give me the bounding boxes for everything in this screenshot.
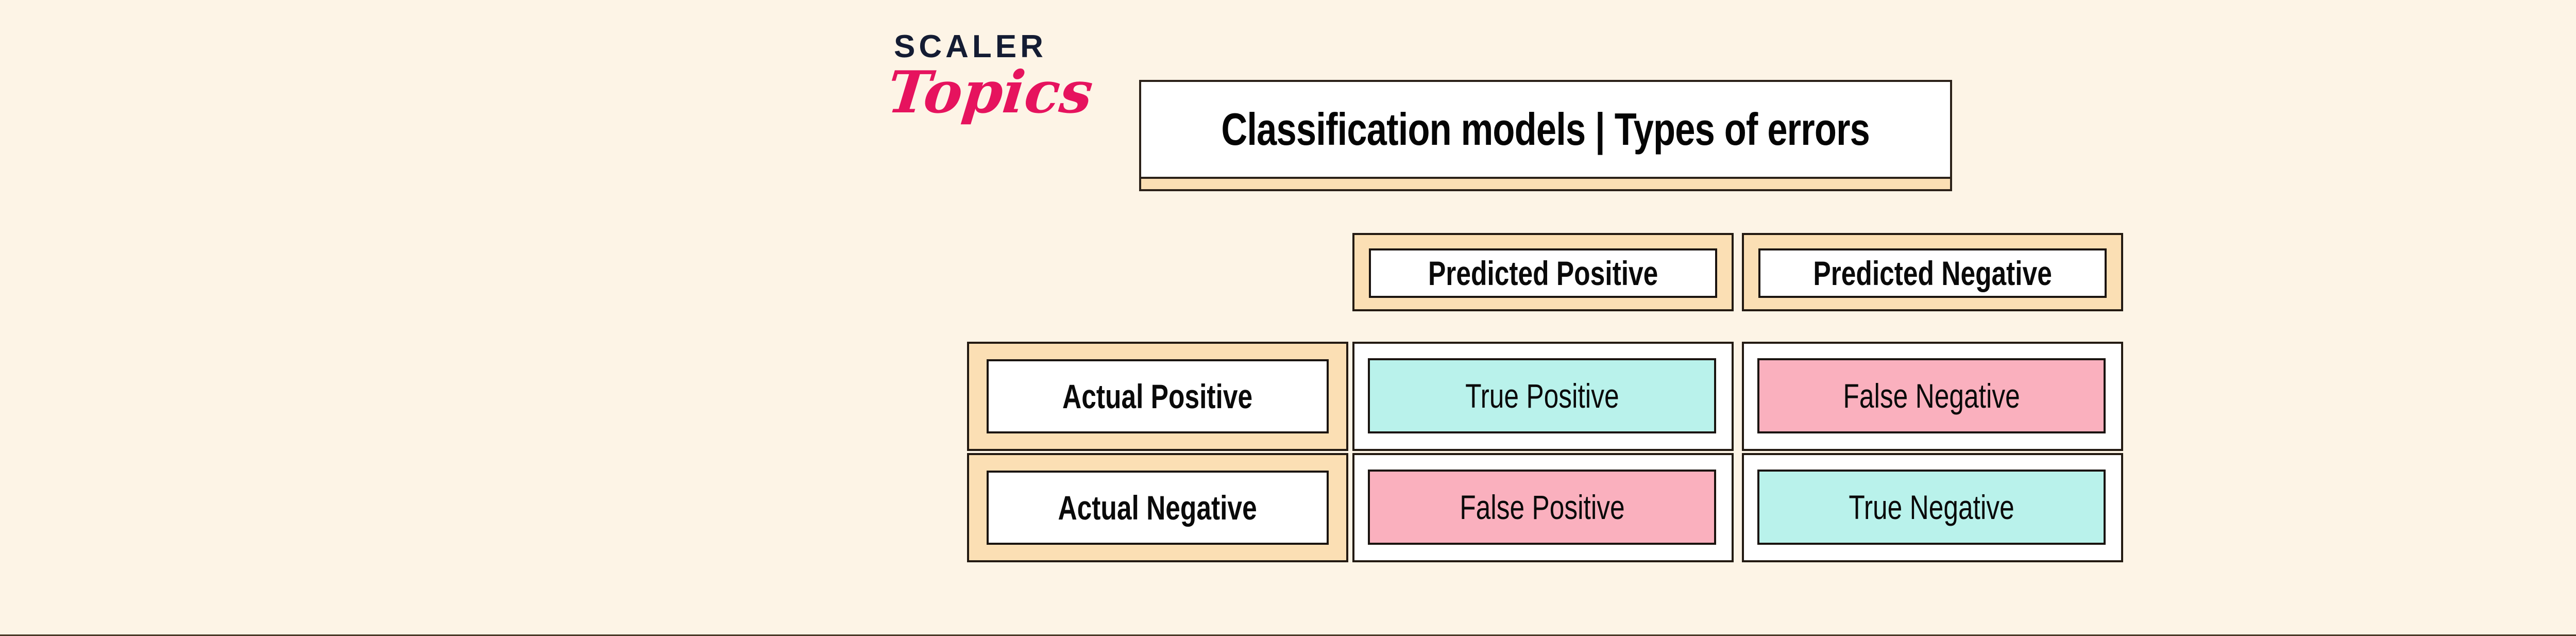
title-box: Classification models | Types of errors (1139, 80, 1952, 179)
column-header-predicted-positive-inner: Predicted Positive (1369, 248, 1717, 298)
scaler-topics-logo: SCALER Topics (884, 29, 1096, 165)
matrix-cell-true-negative: True Negative (1742, 453, 2123, 562)
row-header-actual-negative: Actual Negative (967, 453, 1348, 562)
matrix-cell-false-negative-label: False Negative (1843, 377, 2020, 415)
matrix-cell-true-positive-inner: True Positive (1368, 358, 1716, 433)
matrix-cell-false-positive: False Positive (1352, 453, 1734, 562)
column-header-predicted-negative-label: Predicted Negative (1813, 254, 2052, 292)
title-card: Classification models | Types of errors (1139, 80, 1952, 191)
row-header-actual-positive: Actual Positive (967, 342, 1348, 451)
matrix-cell-true-positive: True Positive (1352, 342, 1734, 451)
matrix-cell-true-negative-label: True Negative (1849, 488, 2014, 526)
confusion-matrix: Predicted Positive Predicted Negative Ac… (967, 233, 2123, 564)
logo-brand-text: SCALER (894, 29, 1047, 64)
column-header-predicted-positive: Predicted Positive (1352, 233, 1734, 311)
column-header-predicted-negative-inner: Predicted Negative (1758, 248, 2107, 298)
title-shadow-bar (1139, 179, 1952, 191)
matrix-cell-false-negative: False Negative (1742, 342, 2123, 451)
matrix-cell-true-positive-label: True Positive (1465, 377, 1619, 415)
page-title: Classification models | Types of errors (1221, 104, 1870, 155)
row-header-actual-positive-label: Actual Positive (1062, 377, 1253, 415)
matrix-cell-false-positive-label: False Positive (1459, 488, 1625, 526)
column-header-predicted-positive-label: Predicted Positive (1428, 254, 1658, 292)
column-header-predicted-negative: Predicted Negative (1742, 233, 2123, 311)
matrix-cell-false-positive-inner: False Positive (1368, 470, 1716, 545)
row-header-actual-positive-inner: Actual Positive (987, 359, 1329, 433)
logo-product-text: Topics (884, 59, 1096, 126)
row-header-actual-negative-label: Actual Negative (1058, 489, 1258, 527)
matrix-cell-true-negative-inner: True Negative (1757, 470, 2106, 545)
matrix-cell-false-negative-inner: False Negative (1757, 358, 2106, 433)
row-header-actual-negative-inner: Actual Negative (987, 471, 1329, 545)
